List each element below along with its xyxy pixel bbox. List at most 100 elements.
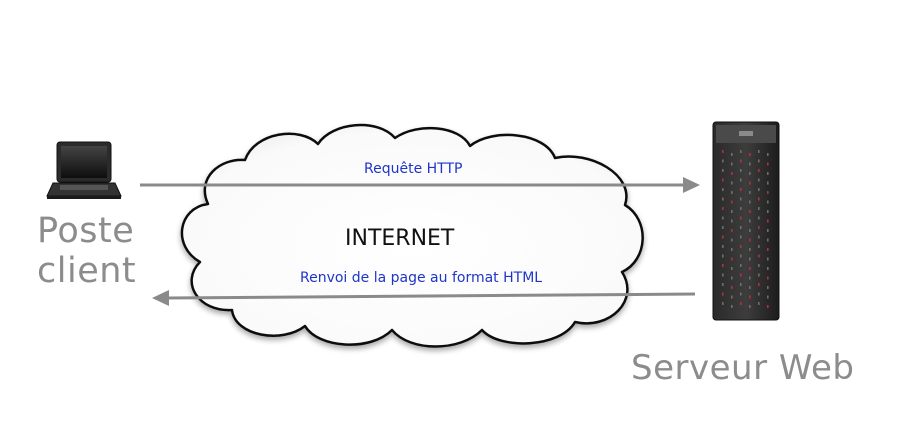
- server-led: [722, 216, 724, 220]
- server-led: [749, 210, 751, 213]
- server-led: [740, 226, 742, 229]
- server-led: [749, 257, 751, 261]
- server-led: [767, 153, 769, 156]
- server-led: [749, 191, 751, 194]
- server-led: [740, 216, 742, 220]
- server-led: [749, 286, 751, 289]
- server-led: [740, 178, 742, 182]
- server-led: [758, 226, 760, 229]
- server-led: [740, 150, 742, 153]
- server-label: Serveur Web: [631, 348, 855, 388]
- server-led: [731, 229, 733, 232]
- internet-label: INTERNET: [345, 226, 455, 251]
- laptop-icon: [46, 141, 122, 199]
- server-led: [722, 226, 724, 229]
- internet-cloud: [180, 123, 644, 348]
- server-led: [731, 181, 733, 185]
- server-led: [749, 295, 751, 299]
- server-led: [731, 162, 733, 166]
- server-led: [749, 162, 751, 166]
- request-arrow: [140, 177, 700, 193]
- server-led: [767, 286, 769, 289]
- server-led: [731, 219, 733, 223]
- server-led: [722, 207, 724, 210]
- server-led: [731, 267, 733, 270]
- server-led: [767, 248, 769, 251]
- server-led: [731, 286, 733, 289]
- server-led: [749, 305, 751, 308]
- server-led: [731, 153, 733, 156]
- server-led: [758, 150, 760, 153]
- server-led: [767, 238, 769, 242]
- client-label-line1: Poste: [37, 211, 135, 251]
- server-led: [758, 216, 760, 220]
- server-led: [731, 210, 733, 213]
- server-led: [767, 200, 769, 204]
- server-led: [758, 197, 760, 201]
- server-led: [731, 295, 733, 299]
- server-led: [731, 191, 733, 194]
- server-led: [758, 178, 760, 182]
- server-led: [722, 292, 724, 296]
- server-led: [740, 235, 742, 239]
- server-led: [758, 264, 760, 267]
- server-led: [758, 302, 760, 305]
- client-label-line2: client: [37, 251, 137, 291]
- server-led: [740, 292, 742, 296]
- server-led: [740, 264, 742, 267]
- server-led: [767, 276, 769, 280]
- server-led: [722, 235, 724, 239]
- client-label: Poste client: [37, 211, 136, 291]
- server-led: [767, 295, 769, 299]
- server-led: [749, 248, 751, 251]
- server-led: [740, 188, 742, 191]
- server-led: [767, 267, 769, 270]
- server-led: [767, 162, 769, 166]
- server-led: [740, 254, 742, 258]
- server-led: [758, 273, 760, 277]
- server-led: [758, 254, 760, 258]
- server-led: [767, 172, 769, 175]
- server-led: [722, 150, 724, 153]
- server-led: [758, 283, 760, 286]
- request-label: Requête HTTP: [364, 161, 463, 177]
- server-led: [749, 172, 751, 175]
- server-led: [767, 257, 769, 261]
- server-led: [758, 245, 760, 248]
- response-arrow: [152, 290, 696, 306]
- server-led: [758, 292, 760, 296]
- server-led: [722, 254, 724, 258]
- server-led: [767, 305, 769, 308]
- server-led: [740, 245, 742, 248]
- server-led: [749, 276, 751, 280]
- server-led: [731, 276, 733, 280]
- server-led: [722, 178, 724, 182]
- server-led: [749, 267, 751, 270]
- server-led: [722, 264, 724, 267]
- server-led: [722, 245, 724, 248]
- server-led: [758, 188, 760, 191]
- server-led: [767, 210, 769, 213]
- server-led: [758, 159, 760, 163]
- server-led: [731, 248, 733, 251]
- server-led: [749, 238, 751, 242]
- server-led: [749, 229, 751, 232]
- server-led: [722, 197, 724, 201]
- server-led: [749, 153, 751, 156]
- server-led: [758, 235, 760, 239]
- server-led: [740, 159, 742, 163]
- server-led: [758, 169, 760, 172]
- server-led: [722, 188, 724, 191]
- server-led: [749, 219, 751, 223]
- server-led: [722, 283, 724, 286]
- server-led: [740, 302, 742, 305]
- response-label: Renvoi de la page au format HTML: [300, 270, 543, 286]
- server-led: [740, 273, 742, 277]
- server-led: [749, 200, 751, 204]
- server-led: [758, 207, 760, 210]
- server-led: [731, 172, 733, 175]
- server-led: [740, 283, 742, 286]
- server-led: [731, 305, 733, 308]
